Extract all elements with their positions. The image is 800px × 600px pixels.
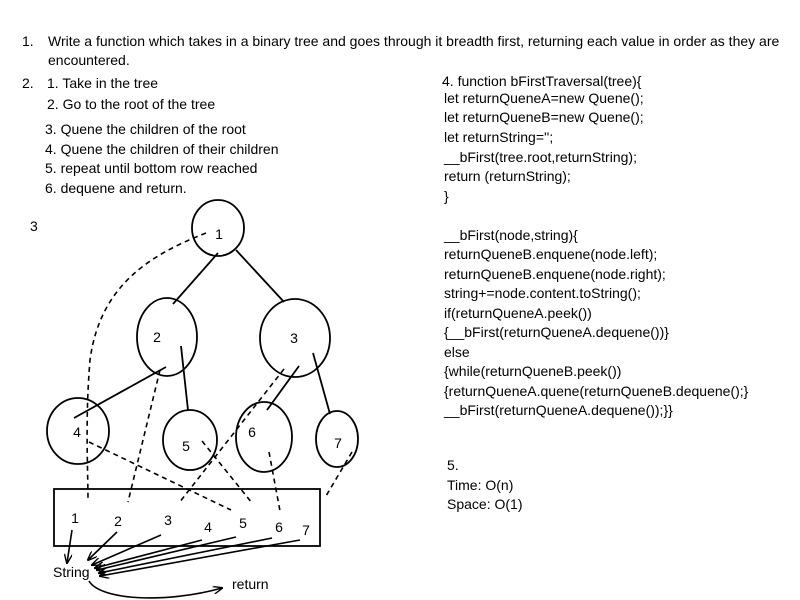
step-4: 4. Quene the children of their children (45, 141, 279, 157)
map-line-node-2 (127, 369, 161, 503)
step-3: 3. Quene the children of the root (45, 121, 246, 137)
arrow-from-item-4 (95, 539, 203, 568)
code-line-16: {while(returnQueneB.peek()) (444, 363, 622, 379)
code-line-10: returnQueneB.enquene(node.left); (444, 246, 658, 262)
map-line-node-6 (268, 451, 281, 512)
code-line-5: __bFirst(tree.root,returnString); (444, 149, 637, 165)
question-1-number: 1. (22, 33, 34, 49)
code-line-14: {__bFirst(returnQueneA.dequene())} (444, 324, 669, 340)
step-5: 5. repeat until bottom row reached (45, 160, 258, 176)
code-line-4: let returnString=''; (444, 129, 554, 145)
queue-item-6: 6 (275, 519, 283, 535)
queue-item-1: 1 (71, 510, 79, 526)
tree-node-4 (46, 397, 110, 465)
return-arrow (88, 580, 222, 599)
code-line-1: 4. function bFirstTraversal(tree){ (442, 73, 642, 89)
tree-node-1-label: 1 (215, 226, 223, 242)
arrow-from-item-3 (92, 534, 162, 565)
code-line-9: __bFirst(node,string){ (444, 227, 578, 243)
time-complexity: Time: O(n) (447, 477, 514, 493)
tree-node-7 (315, 410, 359, 468)
edge-1-2 (172, 252, 219, 305)
queue-box (53, 488, 321, 547)
string-label: String (53, 564, 90, 580)
queue-mapping-lines (86, 232, 353, 512)
map-line-node-1 (86, 232, 207, 501)
step-2: 2. Go to the root of the tree (47, 96, 216, 112)
tree-node-3-label: 3 (290, 330, 298, 346)
edge-1-3 (235, 249, 285, 303)
map-line-node-5 (201, 440, 253, 504)
map-line-node-3 (178, 368, 285, 504)
tree-node-5 (162, 409, 218, 471)
map-line-node-7 (325, 451, 353, 497)
question-1-text: Write a function which takes in a binary… (48, 33, 780, 68)
space-complexity: Space: O(1) (447, 496, 523, 512)
question-3-number: 3 (30, 218, 38, 234)
map-line-node-4 (88, 441, 232, 511)
code-line-15: else (444, 344, 470, 360)
tree-node-6 (235, 401, 293, 473)
tree-node-4-label: 4 (73, 424, 81, 440)
arrow-from-item-7 (100, 539, 301, 576)
edge-2-5 (180, 345, 189, 411)
queue-item-4: 4 (204, 519, 212, 535)
code-line-6: return (returnString); (444, 168, 571, 184)
queue-item-3: 3 (164, 512, 172, 528)
step-6: 6. dequene and return. (45, 180, 187, 196)
queue-item-5: 5 (239, 515, 247, 531)
tree-node-2 (136, 297, 198, 377)
code-line-3: let returnQueneB=new Quene(); (444, 109, 644, 125)
question-5-number: 5. (447, 457, 459, 473)
arrow-from-item-5 (97, 536, 237, 570)
arrow-from-item-1 (67, 529, 73, 563)
code-line-18: __bFirst(returnQueneA.dequene());}} (444, 402, 673, 418)
step-1: 1. Take in the tree (47, 75, 159, 91)
return-label: return (232, 576, 269, 592)
edge-3-7 (312, 352, 331, 415)
queue-to-string-arrows (67, 529, 301, 576)
arrow-from-item-6 (99, 537, 273, 573)
code-line-2: let returnQueneA=new Quene(); (444, 90, 644, 106)
question-2-number: 2. (22, 75, 34, 91)
code-line-13: if(returnQueneA.peek()) (444, 305, 592, 321)
tree-node-1 (191, 199, 245, 257)
code-line-7: } (444, 188, 449, 204)
queue-item-7: 7 (302, 522, 310, 538)
queue-item-2: 2 (114, 513, 122, 529)
tree-node-5-label: 5 (182, 438, 190, 454)
code-line-11: returnQueneB.enquene(node.right); (444, 266, 666, 282)
tree-node-2-label: 2 (153, 329, 161, 345)
code-line-17: {returnQueneA.quene(returnQueneB.dequene… (444, 383, 749, 399)
tree-edges (73, 249, 331, 419)
tree-node-3 (259, 298, 331, 378)
edge-2-4 (73, 366, 167, 419)
tree-node-6-label: 6 (248, 424, 256, 440)
tree-node-7-label: 7 (334, 435, 342, 451)
arrow-from-item-2 (88, 531, 118, 560)
code-line-12: string+=node.content.toString(); (444, 285, 641, 301)
tree-nodes (46, 199, 359, 473)
